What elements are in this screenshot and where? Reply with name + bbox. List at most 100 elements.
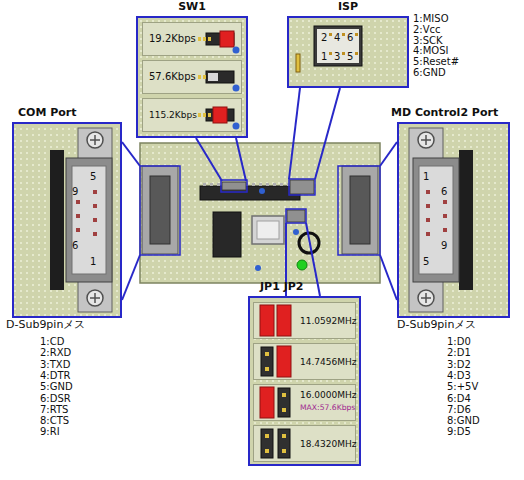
jumper-base (261, 388, 273, 417)
callout-ground (12, 122, 122, 318)
pin-hole (426, 232, 430, 236)
switch-pin (203, 75, 206, 79)
pin-hole (93, 190, 97, 194)
clock-setting: 18.4320MHz (253, 425, 356, 462)
leader-line (380, 142, 397, 166)
signal-name: 1:D0 (447, 336, 471, 347)
row-ground (142, 98, 242, 132)
switch-slider (208, 73, 218, 81)
jumper-header (287, 210, 305, 222)
screw (87, 132, 103, 148)
callout-ground (248, 296, 361, 466)
jumper-cap (277, 305, 291, 336)
jumper-base (261, 429, 273, 458)
row-ground (253, 425, 356, 462)
row-ground (142, 22, 242, 56)
chip-pin (217, 183, 220, 186)
leader-line (196, 138, 222, 181)
chip-pin (259, 183, 262, 186)
jumper-cap (260, 387, 274, 418)
pin-number: 5 (90, 171, 96, 182)
pin-number: 5 (347, 51, 353, 62)
setting-label: 18.4320MHz (300, 438, 356, 448)
pin-hole (443, 200, 447, 204)
pin-hole (76, 228, 80, 232)
connector-body (50, 150, 64, 290)
clock-setting: 16.0000MHzMAX:57.6Kbps (253, 384, 356, 421)
callout-title: COM Port (18, 107, 77, 120)
clock-setting: 11.0592MHz (253, 302, 356, 339)
callout-title: ISP (289, 1, 407, 14)
jumper-base (278, 347, 290, 376)
led (297, 260, 307, 270)
switch-callout: SW119.2Kbps57.6Kbps115.2Kbps (136, 16, 248, 138)
pcb (140, 143, 380, 283)
row-ground (253, 384, 356, 421)
switch-pin (208, 37, 211, 41)
jumper-cap (260, 305, 274, 336)
pin-number: 1 (423, 171, 429, 182)
baud-setting: 57.6Kbps (142, 60, 242, 94)
jumper-base (278, 306, 290, 335)
chip-pin (273, 183, 276, 186)
screw (94, 293, 96, 303)
setting-label: 14.7456MHz (300, 356, 356, 366)
setting-label: 11.0592MHz (300, 315, 356, 325)
jumper-pin (265, 367, 269, 371)
signal-name: 2:RXD (40, 347, 71, 358)
row-ground (253, 343, 356, 380)
connector-body (459, 150, 473, 290)
clock-setting: 14.7456MHz (253, 343, 356, 380)
capacitor (259, 188, 265, 194)
pin-hole (426, 218, 430, 222)
leader-line (289, 88, 300, 179)
switch-pin (198, 37, 201, 41)
db9-connector (142, 166, 178, 254)
signal-name: 3:TXD (40, 359, 70, 370)
crystal (257, 221, 279, 239)
pin-hole (443, 228, 447, 232)
pin-number: 1 (90, 256, 96, 267)
isp-header (296, 26, 362, 72)
pin-number: 5 (423, 256, 429, 267)
switch-pin (203, 37, 206, 41)
signal-name: 2:D1 (447, 347, 471, 358)
pin-number: 9 (72, 186, 78, 197)
jumper-pin (282, 393, 286, 397)
signal-name: 7:D6 (447, 404, 471, 415)
pin-hole (443, 214, 447, 218)
signal-name: 9:D5 (447, 426, 471, 437)
signal-name: 3:SCK (413, 35, 443, 46)
pin-number: 4 (334, 32, 340, 43)
callout-marker (221, 180, 247, 192)
signal-name: 6:D4 (447, 393, 471, 404)
header-pin (329, 52, 332, 55)
signal-name: 4:DTR (40, 370, 71, 381)
jumper-pin (265, 352, 269, 356)
signal-name: 9:RI (40, 426, 60, 437)
capacitor (233, 85, 240, 92)
row-ground (253, 302, 356, 339)
leader-line (380, 255, 397, 300)
jumper-pin (282, 449, 286, 453)
leader-line (122, 255, 140, 300)
db9-connector (350, 176, 370, 244)
connector-type: D-Sub9pinメス (6, 319, 85, 332)
chip-pin (252, 183, 255, 186)
header-pin (355, 33, 358, 36)
jumper-pin (265, 434, 269, 438)
pin-number: 1 (321, 51, 327, 62)
pin-number: 6 (347, 32, 353, 43)
setting-note: MAX:57.6Kbps (300, 404, 355, 413)
jumper-pin (282, 408, 286, 412)
screw (425, 135, 427, 145)
baud-setting: 19.2Kbps (142, 22, 242, 56)
chip-pin (266, 183, 269, 186)
signal-name: 6:GND (413, 67, 446, 78)
capacitor (255, 265, 261, 271)
header-pin (355, 52, 358, 55)
setting-label: 57.6Kbps (149, 71, 196, 83)
switch-pin (198, 113, 201, 117)
connector-shell (66, 158, 112, 282)
signal-name: 5:+5V (447, 381, 478, 392)
